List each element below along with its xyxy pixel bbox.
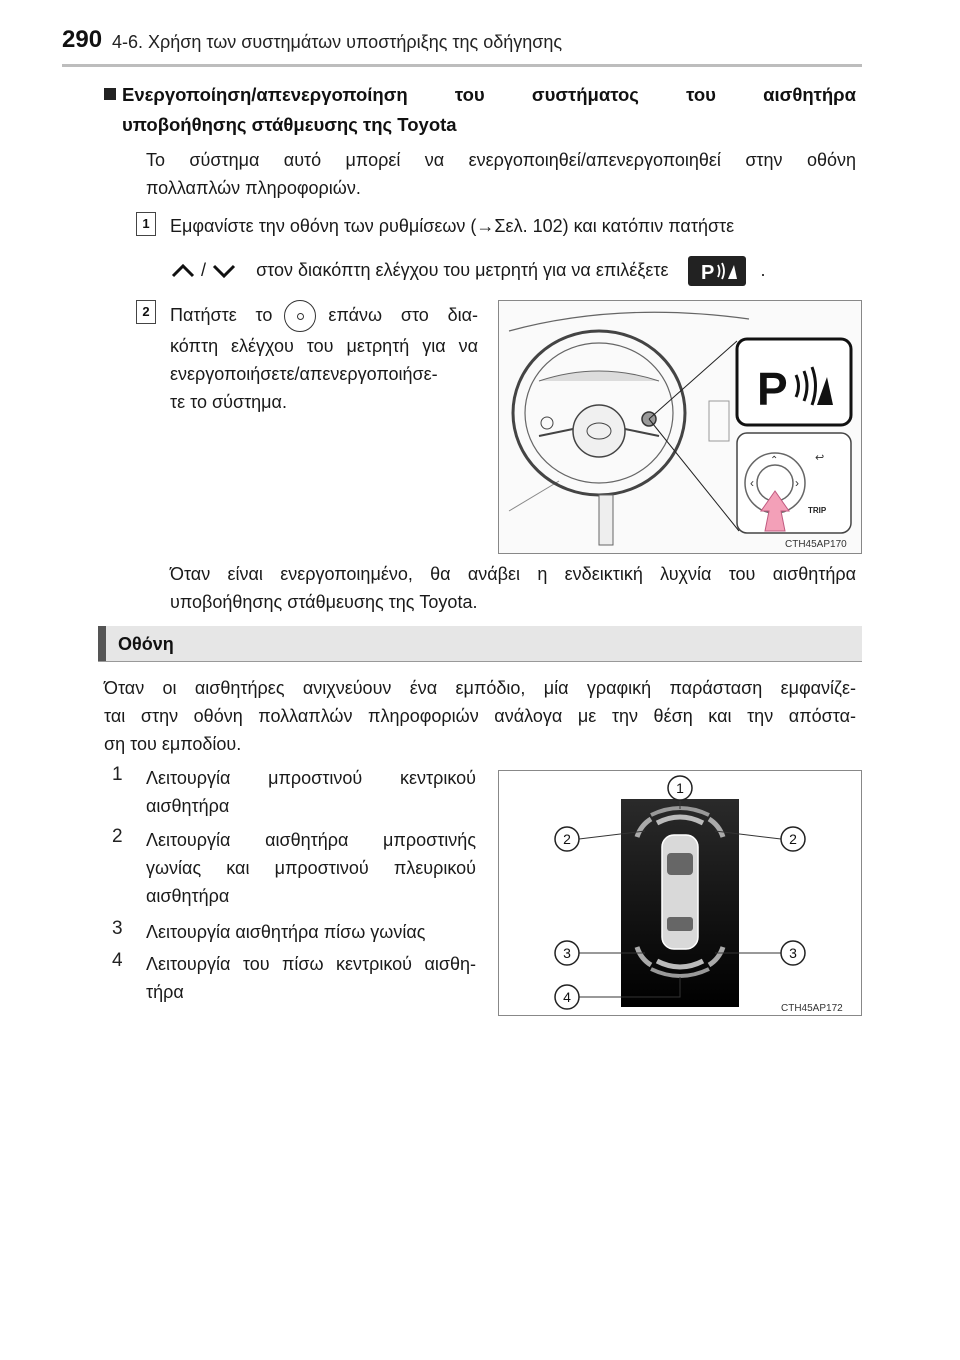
trip-label: TRIP bbox=[808, 506, 827, 515]
section-divider bbox=[98, 661, 862, 662]
list-item: Λειτουργία αισθητήρα μπροστινής γωνίας κ… bbox=[146, 826, 476, 910]
svg-text:›: › bbox=[795, 476, 799, 490]
note-line: Όταν είναι ενεργοποιημένο, θα ανάβει η ε… bbox=[170, 564, 856, 584]
steering-wheel-figure: P ‹ › ⌃ ↩ TRIP CTH45AP170 bbox=[498, 300, 862, 554]
ok-button-icon bbox=[284, 300, 317, 332]
section-heading-line: υποβοήθησης στάθμευσης της Toyota bbox=[122, 114, 457, 135]
list-item-line: αισθητήρα bbox=[146, 796, 230, 816]
list-item-line: τήρα bbox=[146, 982, 184, 1002]
svg-text:↩: ↩ bbox=[815, 452, 824, 464]
header-divider bbox=[62, 64, 862, 67]
svg-text:⌃: ⌃ bbox=[770, 455, 778, 466]
list-item: Λειτουργία μπροστινού κεντρικού αισθητήρ… bbox=[146, 764, 476, 820]
step1-instruction: στον διακόπτη ελέγχου του μετρητή για να… bbox=[256, 260, 669, 280]
step2-line: τε το σύστημα. bbox=[170, 392, 287, 412]
callout-3: 3 bbox=[789, 945, 797, 961]
display-line: Όταν οι αισθητήρες ανιχνεύουν ένα εμπόδι… bbox=[104, 678, 856, 698]
step2-text: Πατήστε το επάνω στο δια- κόπτη ελέγχου τ… bbox=[170, 300, 478, 416]
step2-line: κόπτη ελέγχου του μετρητή για να bbox=[170, 336, 478, 356]
step2-line: ενεργοποιήσετε/απενεργοποιήσε- bbox=[170, 364, 438, 384]
list-number: 3 bbox=[112, 918, 123, 939]
list-number: 2 bbox=[112, 826, 123, 847]
display-section-bar bbox=[98, 626, 862, 662]
parking-sensor-icon: P bbox=[687, 256, 746, 287]
indicator-note: Όταν είναι ενεργοποιημένο, θα ανάβει η ε… bbox=[170, 560, 856, 616]
list-item-line: γωνίας και μπροστινού πλευρικού bbox=[146, 858, 476, 878]
chevron-separator: / bbox=[201, 260, 207, 280]
step-number-box: 2 bbox=[136, 300, 156, 324]
section-bullet-icon bbox=[104, 88, 116, 100]
section-intro: Το σύστημα αυτό μπορεί να ενεργοποιηθεί/… bbox=[146, 146, 856, 202]
callout-4: 4 bbox=[563, 989, 571, 1005]
list-item-line: Λειτουργία αισθητήρα μπροστινής bbox=[146, 830, 476, 850]
callout-2: 2 bbox=[789, 831, 797, 847]
step1-text-line2: / στον διακόπτη ελέγχου του μετρητή για … bbox=[170, 256, 856, 288]
step2-pre: Πατήστε το bbox=[170, 304, 273, 325]
chapter-title: 4-6. Χρήση των συστημάτων υποστήριξης τη… bbox=[112, 32, 563, 52]
display-section-title: Οθόνη bbox=[118, 634, 174, 654]
display-line: ση του εμποδίου. bbox=[104, 734, 242, 754]
list-number: 1 bbox=[112, 764, 123, 785]
list-item: Λειτουργία του πίσω κεντρικού αισθη- τήρ… bbox=[146, 950, 476, 1006]
callout-3: 3 bbox=[563, 945, 571, 961]
list-item-line: αισθητήρα bbox=[146, 886, 230, 906]
chevron-up-icon bbox=[171, 264, 195, 278]
section-heading: Ενεργοποίηση/απενεργοποίηση του συστήματ… bbox=[122, 80, 856, 140]
svg-text:‹: ‹ bbox=[750, 476, 754, 490]
step1-text-line1: Εμφανίστε την οθόνη των ρυθμίσεων (→Σελ.… bbox=[170, 216, 735, 236]
step2-post: επάνω στο δια- bbox=[328, 304, 479, 325]
step-number-box: 1 bbox=[136, 212, 156, 236]
svg-text:P: P bbox=[701, 262, 714, 284]
list-item-line: Λειτουργία αισθητήρα πίσω γωνίας bbox=[146, 922, 426, 942]
figure-code: CTH45AP170 bbox=[785, 539, 847, 550]
display-line: ται στην οθόνη πολλαπλών πληροφοριών ανά… bbox=[104, 706, 856, 726]
list-number: 4 bbox=[112, 950, 123, 971]
section-heading-line: Ενεργοποίηση/απενεργοποίηση του συστήματ… bbox=[122, 84, 856, 105]
note-line: υποβοήθησης στάθμευσης της Toyota. bbox=[170, 592, 478, 612]
step1-end: . bbox=[760, 260, 766, 280]
intro-line: Το σύστημα αυτό μπορεί να ενεργοποιηθεί/… bbox=[146, 150, 856, 170]
step2-line: Πατήστε το επάνω στο δια- bbox=[170, 300, 478, 332]
chevron-down-icon bbox=[212, 265, 236, 279]
list-item: Λειτουργία αισθητήρα πίσω γωνίας bbox=[146, 918, 476, 946]
page-number: 290 bbox=[62, 26, 103, 53]
list-item-line: Λειτουργία του πίσω κεντρικού αισθη- bbox=[146, 954, 476, 974]
sensor-display-figure: 1 2 2 3 3 4 CTH45AP172 bbox=[498, 770, 862, 1016]
figure-code: CTH45AP172 bbox=[781, 1003, 843, 1014]
callout-2: 2 bbox=[563, 831, 571, 847]
svg-text:P: P bbox=[757, 363, 788, 415]
callout-1: 1 bbox=[676, 780, 684, 796]
list-item-line: Λειτουργία μπροστινού κεντρικού bbox=[146, 768, 476, 788]
display-description: Όταν οι αισθητήρες ανιχνεύουν ένα εμπόδι… bbox=[104, 674, 856, 758]
intro-line: πολλαπλών πληροφοριών. bbox=[146, 178, 361, 198]
